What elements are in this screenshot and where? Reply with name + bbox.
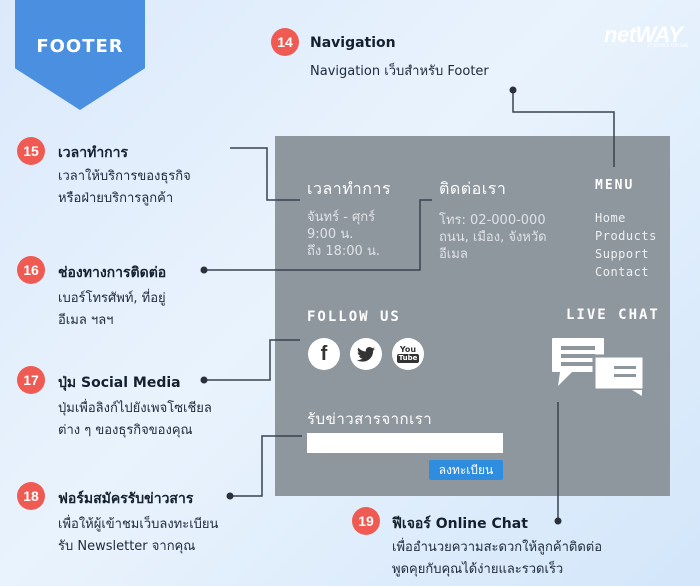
hours-body: จันทร์ - ศุกร์ 9:00 น. ถึง 18:00 น. [307, 210, 380, 259]
callout-desc-16: เบอร์โทรศัพท์, ที่อยู่ อีเมล ฯลฯ [58, 291, 166, 328]
menu-item-support[interactable]: Support [595, 247, 650, 261]
callout-badge-19: 19 [352, 507, 380, 535]
menu-item-home[interactable]: Home [595, 211, 626, 225]
follow-us-title: FOLLOW US [307, 309, 401, 325]
netway-logo: netWAY [604, 22, 683, 47]
contact-title: ติดต่อเรา [439, 179, 507, 198]
menu-list: Home Products Support Contact [595, 209, 657, 281]
youtube-icon: You Tube [396, 345, 420, 363]
menu-item-contact[interactable]: Contact [595, 265, 650, 279]
menu-title: MENU [595, 178, 635, 193]
live-chat-title: LIVE CHAT [566, 307, 660, 323]
facebook-icon: f [320, 342, 328, 365]
hours-title: เวลาทำการ [307, 179, 392, 198]
callout-badge-16: 16 [17, 256, 45, 284]
chat-bubbles-icon[interactable] [550, 336, 646, 396]
banner-label: FOOTER [36, 36, 124, 57]
callout-desc-15: เวลาให้บริการของธุรกิจ หรือฝ่ายบริการลูก… [58, 169, 191, 206]
menu-item-products[interactable]: Products [595, 229, 657, 243]
callout-badge-14: 14 [271, 28, 299, 56]
twitter-button[interactable] [350, 338, 382, 370]
callout-title-15: เวลาทำการ [58, 145, 129, 161]
logo-tagline: IT SOURCE FOR SME [648, 43, 689, 48]
callout-badge-18: 18 [17, 482, 45, 510]
callout-title-18: ฟอร์มสมัครรับข่าวสาร [58, 491, 194, 507]
callout-badge-15: 15 [17, 137, 45, 165]
callout-desc-19: เพื่ออำนวยความสะดวกให้ลูกค้าติดต่อ พูดคุ… [392, 540, 603, 577]
newsletter-email-input[interactable] [307, 433, 503, 453]
facebook-button[interactable]: f [308, 338, 340, 370]
callout-desc-18: เพื่อให้ผู้เข้าชมเว็บลงทะเบียน รับ Newsl… [58, 517, 219, 554]
callout-title-17: ปุ่ม Social Media [58, 375, 181, 391]
twitter-icon [357, 346, 375, 362]
youtube-button[interactable]: You Tube [392, 338, 424, 370]
newsletter-submit-button[interactable]: ลงทะเบียน [429, 460, 503, 480]
callout-desc-14: Navigation เว็บสำหรับ Footer [310, 64, 489, 79]
contact-body: โทร: 02-000-000 ถนน, เมือง, จังหวัด อีเม… [439, 213, 547, 262]
callout-badge-17: 17 [17, 366, 45, 394]
callout-title-16: ช่องทางการติดต่อ [58, 265, 167, 281]
callout-desc-17: ปุ่มเพื่อลิงก์ไปยังเพจโซเชียล ต่าง ๆ ของ… [58, 401, 212, 438]
callout-title-14: Navigation [310, 35, 396, 51]
newsletter-title: รับข่าวสารจากเรา [307, 410, 433, 428]
callout-title-19: ฟีเจอร์ Online Chat [392, 516, 528, 532]
